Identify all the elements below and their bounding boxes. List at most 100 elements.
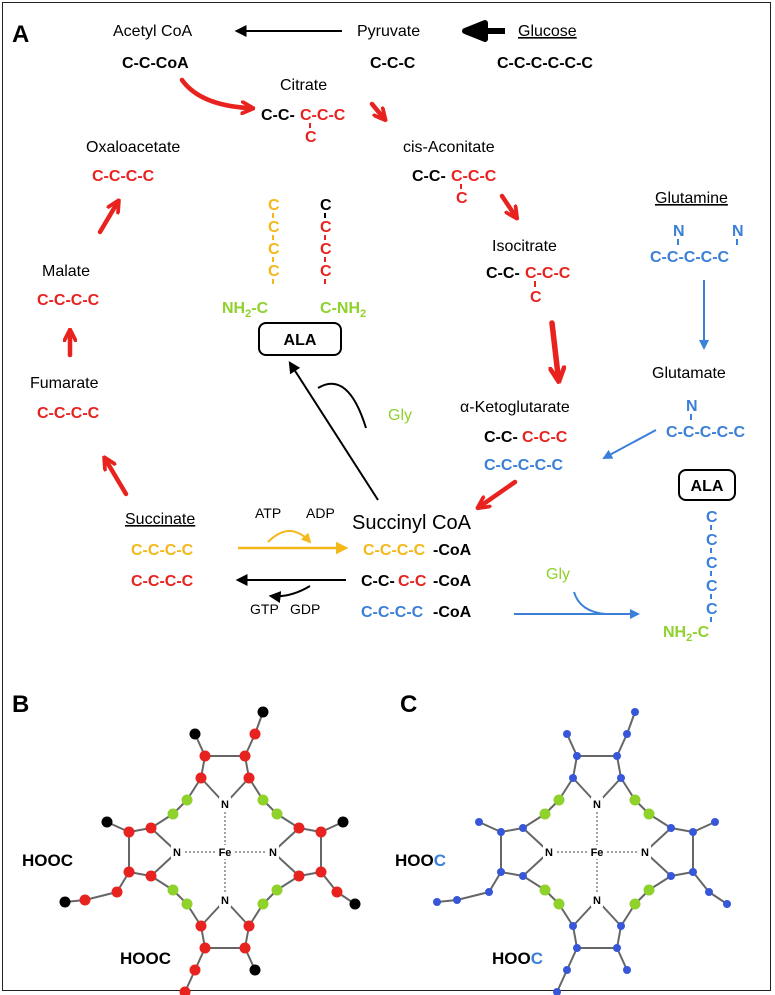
fumarate-formula: C-C-C-C — [37, 405, 100, 422]
hooc-c-left: HOOC — [395, 851, 446, 870]
succinyl-coa-red-tail: C-C — [398, 573, 427, 590]
gly-top-label: Gly — [388, 407, 412, 424]
pyruvate-formula: C-C-C — [370, 55, 416, 72]
glutamine-n2: N — [732, 223, 744, 240]
carbon-atom — [453, 896, 461, 904]
gly-bottom-curve — [573, 591, 607, 615]
meso-carbon-atom — [167, 884, 179, 896]
glutamine-formula: C-C-C-C-C — [650, 249, 730, 266]
succinyl-coa-to-ala-arrow — [288, 360, 379, 501]
nitrogen-label: N — [593, 895, 601, 907]
citrate-to-aconitate-arrow — [369, 101, 382, 116]
acetyl-coa-formula: C-C-CoA — [122, 55, 189, 72]
akg-to-succinyl-coa-arrow — [482, 479, 518, 505]
glucose-label: Glucose — [518, 23, 577, 40]
glutamate-n: N — [686, 398, 698, 415]
carbon-atom — [59, 896, 71, 908]
carbon-atom — [519, 872, 527, 880]
ala-top-nh2-right: C — [320, 300, 332, 317]
carbon-atom — [573, 944, 581, 952]
carbon-atom — [667, 872, 675, 880]
heme-bond — [692, 821, 716, 833]
ala-right-box — [678, 469, 736, 501]
svg-text:C-NH2: C-NH2 — [320, 300, 366, 320]
carbon-atom — [293, 870, 305, 882]
hooc-b-left: HOOC — [22, 851, 73, 870]
acetyl-coa-label: Acetyl CoA — [113, 23, 192, 40]
ala-top-box-label: ALA — [284, 332, 317, 349]
fumarate-label: Fumarate — [30, 375, 99, 392]
meso-carbon-atom — [553, 898, 565, 910]
atp-label: ATP — [255, 505, 281, 521]
gdp-label: GDP — [290, 601, 320, 617]
hooc-b-bottom: HOOC — [120, 949, 171, 968]
ala-top-nh2-left: NH — [222, 300, 245, 317]
cis-aconitate-label: cis-Aconitate — [403, 139, 495, 156]
ala-top-red-c1: C — [320, 219, 332, 236]
carbon-atom — [337, 816, 349, 828]
ala-top-box — [258, 322, 342, 356]
heme-bond — [556, 969, 568, 993]
carbon-atom — [145, 870, 157, 882]
carbon-atom — [315, 826, 327, 838]
succinyl-coa-label: Succinyl CoA — [352, 512, 472, 534]
carbon-atom — [101, 816, 113, 828]
ala-top-yellow-c3: C — [268, 241, 280, 258]
carbon-atom — [617, 922, 625, 930]
cis-aconitate-branch-c: C — [456, 190, 468, 207]
ala-top-black-c: C — [320, 197, 332, 214]
carbon-atom — [293, 822, 305, 834]
succinate-label: Succinate — [125, 511, 195, 528]
citrate-formula-head: C-C- — [261, 107, 295, 124]
gtp-gdp-curve — [268, 585, 311, 603]
ala-top-structure: C C C C C C C C NH2-C C-NH2 ALA — [222, 197, 366, 356]
carbon-atom — [623, 966, 631, 974]
carbon-atom — [711, 818, 719, 826]
carbon-atom — [239, 942, 251, 954]
ala-right-box-label: ALA — [691, 478, 724, 495]
atp-adp-curve — [267, 530, 312, 544]
nitrogen-label: N — [173, 847, 181, 859]
citrate-branch-c: C — [305, 129, 317, 146]
carbon-atom — [563, 966, 571, 974]
carbon-atom — [189, 964, 201, 976]
gly-bottom-label: Gly — [546, 566, 570, 583]
svg-text:C: C — [706, 578, 718, 595]
adp-label: ADP — [306, 505, 335, 521]
nitrogen-label: N — [269, 847, 277, 859]
oxaloacetate-label: Oxaloacetate — [86, 139, 180, 156]
meso-carbon-atom — [167, 808, 179, 820]
succinyl-coa-yellow: C-C-C-C — [363, 542, 426, 559]
glutamine-label: Glutamine — [655, 190, 728, 207]
carbon-atom — [485, 888, 493, 896]
pyruvate-label: Pyruvate — [357, 23, 420, 40]
aconitate-to-isocitrate-arrow — [499, 193, 514, 214]
meso-carbon-atom — [181, 794, 193, 806]
isocitrate-branch-c: C — [530, 289, 542, 306]
carbon-atom — [249, 964, 261, 976]
meso-carbon-atom — [181, 898, 193, 910]
nitrogen-label: N — [545, 847, 553, 859]
panel-a-label: A — [12, 21, 29, 48]
carbon-atom — [199, 750, 211, 762]
carbon-atom — [519, 824, 527, 832]
alpha-ketoglutarate-label: α-Ketoglutarate — [460, 399, 570, 416]
nitrogen-label: N — [221, 799, 229, 811]
carbon-atom — [569, 774, 577, 782]
heme-bond — [456, 891, 490, 901]
carbon-atom — [497, 828, 505, 836]
carbon-atom — [617, 774, 625, 782]
akg-red-formula-tail: C-C-C — [522, 429, 568, 446]
ala-top-red-c2: C — [320, 241, 332, 258]
succinyl-coa-yellow-coa: -CoA — [433, 542, 472, 559]
heme-bond — [566, 947, 578, 971]
svg-text:C: C — [706, 555, 718, 572]
glutamate-to-akg-arrow — [602, 429, 657, 459]
carbon-atom — [497, 868, 505, 876]
cis-aconitate-formula-head: C-C- — [412, 168, 446, 185]
ala-right-chain: C C C C C — [706, 509, 718, 618]
carbon-atom — [563, 730, 571, 738]
